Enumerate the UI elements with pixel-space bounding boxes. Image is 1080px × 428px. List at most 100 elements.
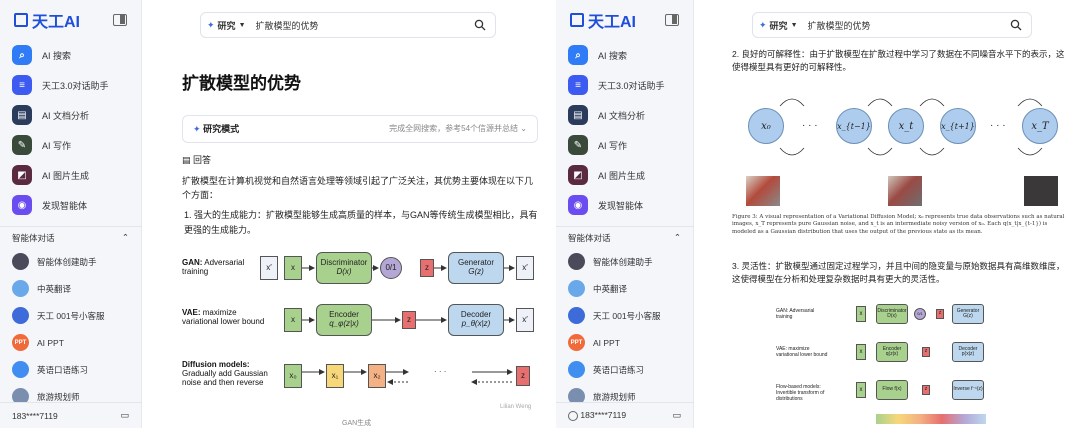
answer-label: ▤ 回答: [182, 153, 538, 167]
figure-caption: GAN生成: [342, 420, 372, 427]
sidebar-item[interactable]: ⌕AI 搜索: [556, 40, 693, 70]
user-name: 183****7119: [12, 410, 58, 421]
agent-label: 旅游规划师: [593, 391, 636, 402]
sidebar-item[interactable]: ✎AI 写作: [556, 130, 693, 160]
vae-x: x: [284, 308, 302, 332]
discriminator-text: Discriminator D(x): [877, 307, 907, 319]
diffusion-z: z: [516, 366, 530, 386]
sidebar-item[interactable]: ✎AI 写作: [0, 130, 141, 160]
search-input[interactable]: 扩散模型的优势: [807, 20, 871, 31]
x-prime-text: x′: [266, 262, 272, 272]
search-mode-select[interactable]: ✦研究▼: [207, 19, 246, 32]
agent-item[interactable]: 天工 001号小客服: [556, 302, 693, 329]
logo[interactable]: 天工AI: [556, 0, 693, 40]
zero-one-circle: 0/1: [380, 257, 402, 279]
encoder-text: Encoder q(z|x): [882, 345, 902, 357]
sidebar-item-label: 发现智能体: [42, 200, 88, 211]
research-meta: 完成全网搜索，参考54个信源并总结 ⌄: [389, 123, 527, 133]
chain-arrows: [779, 98, 1043, 156]
search-input[interactable]: 扩散模型的优势: [255, 20, 319, 31]
sidebar-item-icon: ◩: [12, 165, 32, 185]
gan-z: z: [936, 309, 944, 319]
agent-item[interactable]: 英语口语练习: [556, 356, 693, 383]
sidebar-item[interactable]: ≡天工3.0对话助手: [556, 70, 693, 100]
node-x0-label: x₀: [761, 120, 771, 132]
sidebar-item-icon: ⌕: [12, 45, 32, 65]
sidebar-item[interactable]: ◉发现智能体: [0, 190, 141, 220]
sidebar-item-label: AI 写作: [42, 140, 72, 151]
agent-label: 天工 001号小客服: [37, 310, 105, 321]
node-x0: x₀: [748, 108, 784, 144]
page-title: 扩散模型的优势: [182, 74, 301, 93]
agents-section-title[interactable]: 智能体对话⌃: [0, 226, 141, 248]
user-bar[interactable]: 183****7119 ▭: [0, 402, 141, 428]
panel-icon[interactable]: ▭: [672, 410, 681, 420]
sidebar-item[interactable]: ◉发现智能体: [556, 190, 693, 220]
vae-label: VAE: maximize variational lower bound: [776, 346, 828, 358]
gan-sub: Adversarial training: [182, 258, 245, 276]
decoder-text: Decoder: [460, 310, 492, 320]
agent-item[interactable]: 旅游规划师: [556, 383, 693, 410]
sidebar-item[interactable]: ▤AI 文档分析: [0, 100, 141, 130]
agent-item[interactable]: 智能体创建助手: [0, 248, 141, 275]
agent-item[interactable]: 英语口语练习: [0, 356, 141, 383]
sidebar-item[interactable]: ▤AI 文档分析: [556, 100, 693, 130]
x-text: x: [291, 314, 295, 324]
chevron-up-icon[interactable]: ⌃: [121, 232, 129, 242]
agent-label: 天工 001号小客服: [593, 310, 661, 321]
diffusion-x1: x₁: [326, 364, 344, 388]
search-icon[interactable]: [471, 16, 489, 34]
agent-item[interactable]: 旅游规划师: [0, 383, 141, 410]
sidebar-item[interactable]: ◩AI 图片生成: [556, 160, 693, 190]
brand-text: 天工AI: [32, 14, 81, 31]
sidebar-item[interactable]: ◩ AI 图片生成: [0, 160, 141, 190]
decoder-text: Decoder p(x|z): [958, 345, 978, 357]
agent-item[interactable]: 中英翻译: [0, 275, 141, 302]
flow-z: z: [922, 385, 930, 395]
generative-models-figure: GAN: Adversarial training x′ x Discrimin…: [182, 248, 538, 427]
agent-label: 智能体创建助手: [37, 256, 97, 267]
left-sidebar: 天工AI ⌕AI 搜索≡天工3.0对话助手▤AI 文档分析✎AI 写作 ◩ AI 图…: [0, 0, 142, 428]
brand-text: 天工AI: [588, 14, 637, 31]
search-icon[interactable]: [1007, 16, 1025, 34]
discriminator-formula: D(x): [336, 267, 352, 276]
gan-x: x: [284, 256, 302, 280]
vae-x: x: [856, 344, 866, 360]
sidebar-item-icon: ⌕: [568, 45, 588, 65]
sidebar-toggle-icon[interactable]: [665, 14, 679, 26]
agent-item[interactable]: 中英翻译: [556, 275, 693, 302]
search-bar[interactable]: ✦研究▼ 扩散模型的优势: [752, 12, 1032, 38]
agents-section-title[interactable]: 智能体对话⌃: [556, 226, 693, 248]
node-xT-label: x_T: [1031, 120, 1049, 132]
svg-text:· · ·: · · ·: [434, 367, 446, 376]
agent-label: AI PPT: [593, 337, 620, 348]
logo-mark-icon: [14, 13, 28, 27]
panel-icon[interactable]: ▭: [120, 410, 129, 420]
search-bar[interactable]: ✦研究▼ 扩散模型的优势: [200, 12, 496, 38]
agent-item[interactable]: 天工 001号小客服: [0, 302, 141, 329]
decoder-box: Decoder p(x|z): [952, 342, 984, 362]
user-bar[interactable]: 183****7119▭: [556, 402, 693, 428]
research-mode-box[interactable]: ✦ 研究模式 完成全网搜索，参考54个信源并总结 ⌄: [182, 115, 538, 144]
x2-text: x₂: [373, 370, 381, 380]
sidebar-item[interactable]: ⌕AI 搜索: [0, 40, 141, 70]
research-meta-text: 完成全网搜索，参考54个信源并总结: [389, 123, 519, 133]
sidebar-item-label: AI 图片生成: [42, 170, 90, 181]
sidebar-item-icon: ▤: [12, 105, 32, 125]
logo[interactable]: 天工AI: [0, 0, 141, 40]
right-screenshot: 天工AI ⌕AI 搜索≡天工3.0对话助手▤AI 文档分析✎AI 写作◩AI 图…: [556, 0, 1080, 428]
search-mode-select[interactable]: ✦研究▼: [759, 19, 798, 32]
z-text: z: [521, 370, 525, 380]
sidebar-toggle-icon[interactable]: [113, 14, 127, 26]
sidebar-item-icon: ≡: [12, 75, 32, 95]
node-xt-1: x_{t−1}: [836, 108, 872, 144]
agent-item[interactable]: 智能体创建助手: [556, 248, 693, 275]
sidebar-item[interactable]: ≡天工3.0对话助手: [0, 70, 141, 100]
chevron-up-icon[interactable]: ⌃: [673, 232, 681, 242]
diffusion-sub: Gradually add Gaussian noise and then re…: [182, 369, 268, 387]
ellipsis-1: · · ·: [802, 120, 818, 131]
